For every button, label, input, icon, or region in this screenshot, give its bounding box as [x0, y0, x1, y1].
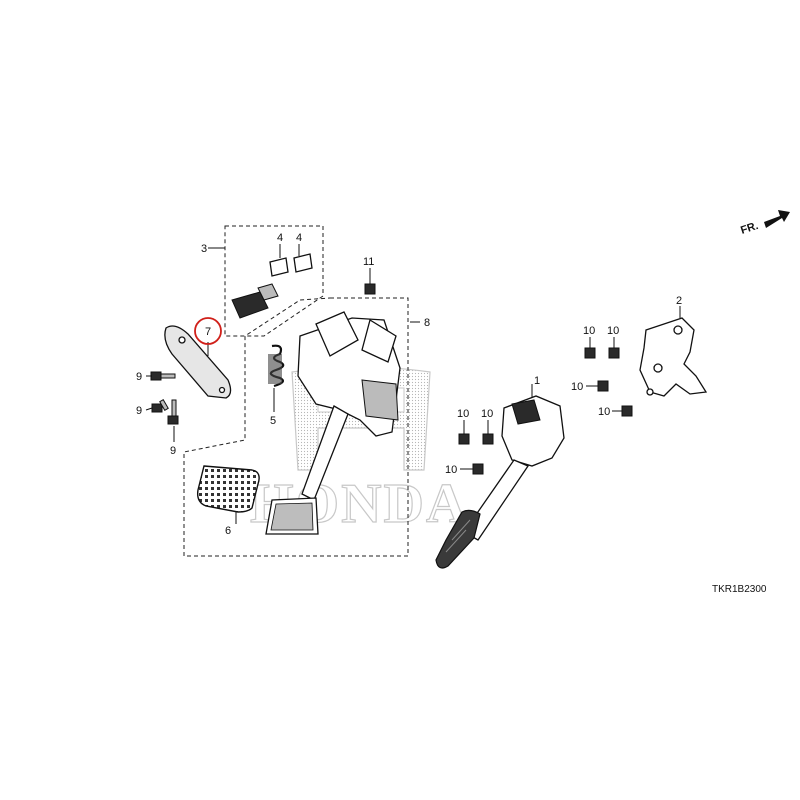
callout-10d: 10 [598, 406, 610, 418]
callout-10a: 10 [583, 325, 595, 337]
callout-10e: 10 [457, 408, 469, 420]
bolt-9a-icon [150, 371, 176, 381]
callout-5: 5 [270, 415, 276, 427]
callout-2: 2 [676, 295, 682, 307]
brake-pedal-assembly [265, 311, 401, 535]
callout-10g: 10 [445, 464, 457, 476]
callout-10b: 10 [607, 325, 619, 337]
accelerator-pedal [435, 395, 565, 569]
nut-10b-icon [608, 347, 620, 359]
nut-10e-icon [458, 433, 470, 445]
nut-10d-icon [621, 405, 633, 417]
diagram-code: TKR1B2300 [712, 584, 767, 595]
callout-7: 7 [205, 326, 211, 338]
callout-9a: 9 [136, 371, 142, 383]
callout-1: 1 [534, 375, 540, 387]
callout-6: 6 [225, 525, 231, 537]
bolt-group-9 [150, 371, 179, 425]
fr-arrow-icon [764, 210, 790, 228]
return-spring [268, 344, 285, 388]
front-direction-indicator: FR. [739, 210, 790, 237]
callout-11: 11 [363, 256, 374, 268]
stop-switch-part [231, 253, 313, 319]
pedal-cover-plate [164, 325, 232, 399]
highlight-circle-7 [194, 317, 222, 345]
callout-3: 3 [201, 243, 207, 255]
fr-label: FR. [739, 220, 760, 237]
nut-10c-icon [597, 380, 609, 392]
nut-group [364, 283, 633, 475]
assembly-box-8 [183, 297, 409, 557]
callout-4b: 4 [296, 232, 302, 244]
bolt-9b-icon [151, 398, 169, 413]
callout-4a: 4 [277, 232, 283, 244]
callout-8: 8 [424, 317, 430, 329]
nut-10a-icon [584, 347, 596, 359]
assembly-box-3 [224, 225, 324, 337]
callout-10c: 10 [571, 381, 583, 393]
callout-9b: 9 [136, 405, 142, 417]
nut-10g-icon [472, 463, 484, 475]
nut-10f-icon [482, 433, 494, 445]
callout-labels: 1 2 3 4 4 5 6 7 8 9 9 9 10 10 10 10 10 1… [136, 232, 682, 537]
bolt-9c-icon [167, 399, 179, 425]
callout-10f: 10 [481, 408, 493, 420]
nut-11-icon [364, 283, 376, 295]
callout-9c: 9 [170, 445, 176, 457]
leader-lines [145, 244, 681, 524]
pedal-bracket [639, 317, 708, 397]
pedal-pad-rubber [196, 465, 260, 513]
